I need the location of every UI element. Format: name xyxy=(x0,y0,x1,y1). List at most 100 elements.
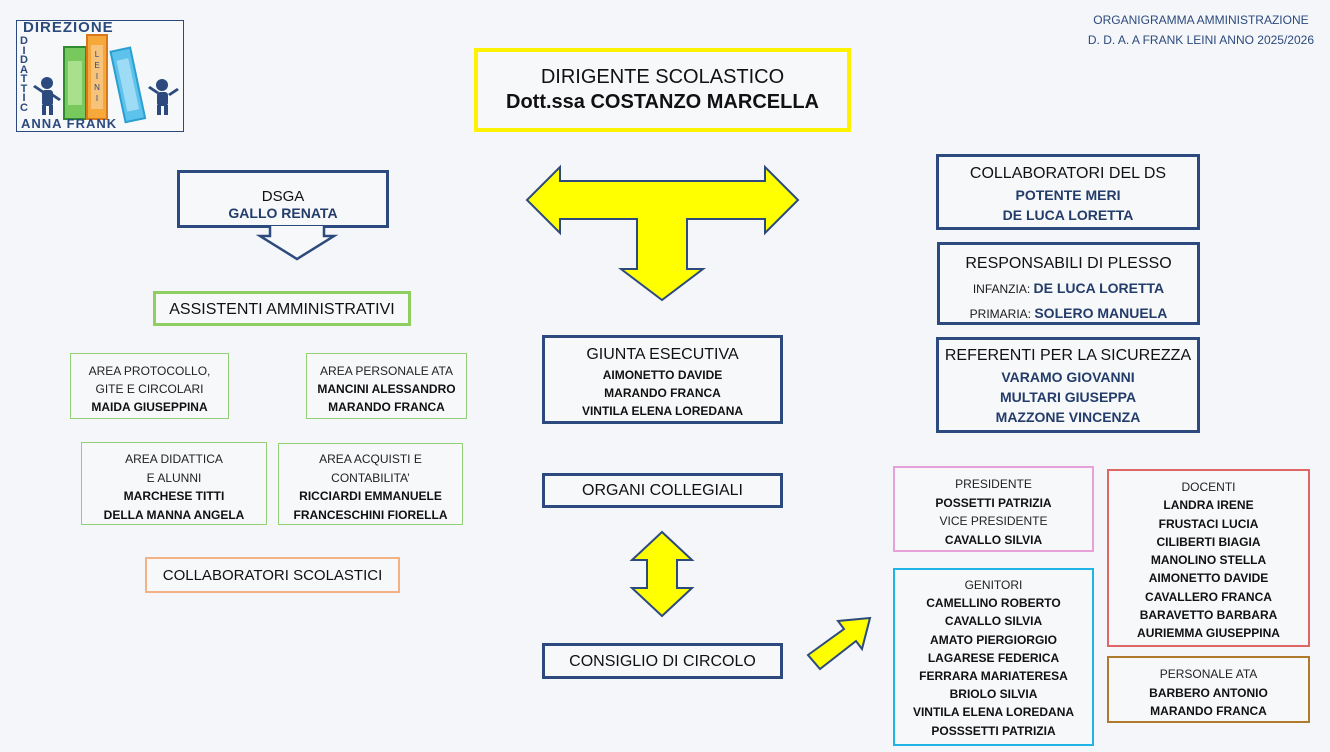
genitori-member: AMATO PIERGIORGIO xyxy=(930,632,1057,647)
docenti-member: AURIEMMA GIUSEPPINA xyxy=(1137,626,1280,641)
docenti-title: DOCENTI xyxy=(1181,480,1236,494)
document-header: ORGANIGRAMMA AMMINISTRAZIONE D. D. A. A … xyxy=(1088,10,1314,50)
area-personale-name: MANCINI ALESSANDRO xyxy=(317,382,456,396)
logo-book-letter: N xyxy=(94,83,100,92)
docenti-member: LANDRA IRENE xyxy=(1163,498,1254,513)
presidente-title: PRESIDENTE xyxy=(955,477,1032,491)
area-didattica-name: MARCHESE TITTI xyxy=(123,489,225,503)
genitori-member: BRIOLO SILVIA xyxy=(949,687,1038,702)
presidente-box: PRESIDENTE POSSETTI PATRIZIA VICE PRESID… xyxy=(893,466,1094,552)
responsabili-label: PRIMARIA: xyxy=(969,307,1035,321)
area-personale-box: AREA PERSONALE ATA MANCINI ALESSANDRO MA… xyxy=(306,353,467,419)
consiglio-title: CONSIGLIO DI CIRCOLO xyxy=(569,653,756,670)
dsga-down-arrow-icon xyxy=(255,226,339,261)
referenti-box: REFERENTI PER LA SICUREZZA VARAMO GIOVAN… xyxy=(936,337,1200,433)
vertical-double-arrow-icon xyxy=(629,530,695,618)
logo-side-letter: C xyxy=(20,101,28,114)
responsabili-title: RESPONSABILI DI PLESSO xyxy=(965,255,1172,272)
dirigente-title: DIRIGENTE SCOLASTICO xyxy=(540,66,785,88)
giunta-box: GIUNTA ESECUTIVA AIMONETTO DAVIDE MARAND… xyxy=(542,335,783,424)
area-protocollo-name: MAIDA GIUSEPPINA xyxy=(91,400,208,414)
responsabili-row-primaria: PRIMARIA: SOLERO MANUELA xyxy=(940,301,1197,326)
vice-presidente-title: VICE PRESIDENTE xyxy=(939,514,1048,528)
child-left-icon xyxy=(33,77,61,115)
area-personale-name: MARANDO FRANCA xyxy=(328,400,445,414)
personale-ata-member: BARBERO ANTONIO xyxy=(1149,685,1268,700)
logo-book-letter: I xyxy=(95,72,99,81)
referenti-member: MULTARI GIUSEPPA xyxy=(999,389,1137,405)
docenti-member: AIMONETTO DAVIDE xyxy=(1148,571,1269,586)
presidente-name: POSSETTI PATRIZIA xyxy=(935,495,1052,510)
t-arrow-icon xyxy=(525,164,800,302)
logo-side-letter: I xyxy=(22,44,26,57)
dirigente-box: DIRIGENTE SCOLASTICO Dott.ssa COSTANZO M… xyxy=(474,48,851,132)
personale-ata-title: PERSONALE ATA xyxy=(1159,667,1258,681)
assistenti-box: ASSISTENTI AMMINISTRATIVI xyxy=(153,291,411,326)
genitori-title: GENITORI xyxy=(964,578,1023,592)
genitori-member: CAMELLINO ROBERTO xyxy=(926,596,1061,611)
personale-ata-box: PERSONALE ATA BARBERO ANTONIO MARANDO FR… xyxy=(1107,656,1310,723)
organi-collegiali-title: ORGANI COLLEGIALI xyxy=(582,482,743,499)
logo-book-text: L E I N I xyxy=(93,49,101,104)
logo-title: DIREZIONE xyxy=(23,19,114,36)
logo-book-letter: I xyxy=(95,94,99,103)
giunta-member: AIMONETTO DAVIDE xyxy=(602,368,723,382)
genitori-member: LAGARESE FEDERICA xyxy=(927,650,1060,665)
genitori-box: GENITORI CAMELLINO ROBERTO CAVALLO SILVI… xyxy=(893,568,1094,746)
logo-side-letter: A xyxy=(20,63,28,76)
area-protocollo-title-1: AREA PROTOCOLLO, xyxy=(88,364,211,378)
referenti-title: REFERENTI PER LA SICUREZZA xyxy=(944,347,1192,364)
logo-book-letter: L xyxy=(94,50,100,59)
referenti-member: MAZZONE VINCENZA xyxy=(995,409,1141,425)
logo-side-letter: T xyxy=(20,73,28,85)
collaboratori-ds-member: POTENTE MERI xyxy=(1015,187,1121,203)
genitori-member: VINTILA ELENA LOREDANA xyxy=(912,705,1075,720)
docenti-member: CILIBERTI BIAGIA xyxy=(1156,534,1261,549)
giunta-title: GIUNTA ESECUTIVA xyxy=(586,346,739,363)
school-logo: DIREZIONE D I D A T T I C xyxy=(16,19,184,132)
area-acquisti-title-1: AREA ACQUISTI E xyxy=(319,452,422,466)
collaboratori-ds-title: COLLABORATORI DEL DS xyxy=(969,165,1167,182)
docenti-box: DOCENTI LANDRA IRENE FRUSTACI LUCIA CILI… xyxy=(1107,469,1310,647)
docenti-member: BARAVETTO BARBARA xyxy=(1139,608,1278,623)
consiglio-box: CONSIGLIO DI CIRCOLO xyxy=(542,643,783,679)
responsabili-box: RESPONSABILI DI PLESSO INFANZIA: DE LUCA… xyxy=(937,242,1200,325)
genitori-member: POSSSETTI PATRIZIA xyxy=(931,723,1056,738)
assistenti-title: ASSISTENTI AMMINISTRATIVI xyxy=(169,301,395,318)
organi-collegiali-box: ORGANI COLLEGIALI xyxy=(542,473,783,508)
area-didattica-title-2: E ALUNNI xyxy=(146,470,202,485)
dsga-box: DSGA GALLO RENATA xyxy=(177,170,389,228)
area-acquisti-box: AREA ACQUISTI E CONTABILITA’ RICCIARDI E… xyxy=(278,443,463,525)
genitori-member: FERRARA MARIATERESA xyxy=(919,669,1068,684)
logo-side-letter: I xyxy=(22,92,26,104)
area-protocollo-box: AREA PROTOCOLLO, GITE E CIRCOLARI MAIDA … xyxy=(70,353,229,419)
area-didattica-box: AREA DIDATTICA E ALUNNI MARCHESE TITTI D… xyxy=(81,442,267,525)
dsga-title: DSGA xyxy=(261,188,305,205)
area-didattica-title-1: AREA DIDATTICA xyxy=(125,452,223,466)
logo-books-illustration xyxy=(33,34,179,124)
docenti-member: MANOLINO STELLA xyxy=(1150,553,1267,568)
area-acquisti-name: FRANCESCHINI FIORELLA xyxy=(293,507,448,522)
personale-ata-member: MARANDO FRANCA xyxy=(1150,704,1267,718)
responsabili-label: INFANZIA: xyxy=(972,282,1034,296)
docenti-member: CAVALLERO FRANCA xyxy=(1145,589,1272,604)
logo-school-name: ANNA FRANK xyxy=(21,116,118,131)
responsabili-name: SOLERO MANUELA xyxy=(1034,305,1168,321)
header-title: ORGANIGRAMMA AMMINISTRAZIONE xyxy=(1093,13,1309,27)
logo-book-letter: E xyxy=(94,61,100,70)
giunta-member: MARANDO FRANCA xyxy=(604,386,721,400)
giunta-member: VINTILA ELENA LOREDANA xyxy=(581,404,744,418)
area-protocollo-title-2: GITE E CIRCOLARI xyxy=(95,382,204,396)
collaboratori-ds-member: DE LUCA LORETTA xyxy=(1002,207,1134,223)
collaboratori-ds-box: COLLABORATORI DEL DS POTENTE MERI DE LUC… xyxy=(936,154,1200,230)
dsga-name: GALLO RENATA xyxy=(228,205,338,221)
responsabili-row-infanzia: INFANZIA: DE LUCA LORETTA xyxy=(940,276,1197,301)
collaboratori-scolastici-title: COLLABORATORI SCOLASTICI xyxy=(162,567,383,584)
dirigente-name: Dott.ssa COSTANZO MARCELLA xyxy=(506,91,819,113)
diagonal-arrow-icon xyxy=(806,616,872,671)
genitori-member: CAVALLO SILVIA xyxy=(944,614,1043,629)
area-personale-title: AREA PERSONALE ATA xyxy=(320,364,453,378)
docenti-member: FRUSTACI LUCIA xyxy=(1158,516,1259,531)
logo-side-letter: T xyxy=(20,82,28,95)
responsabili-name: DE LUCA LORETTA xyxy=(1033,280,1165,296)
